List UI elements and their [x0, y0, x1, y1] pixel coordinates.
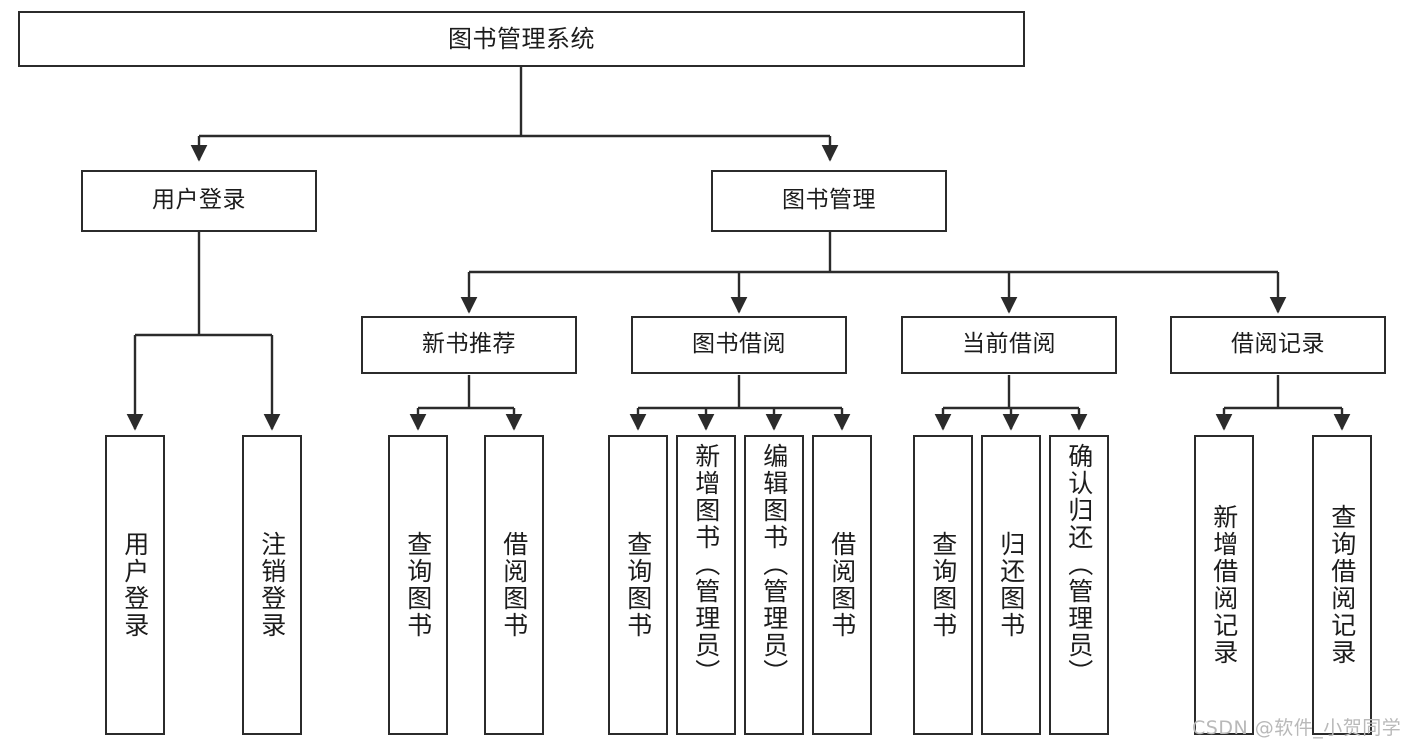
leaf-add-book-admin[interactable]: 新增图书（管理员）: [676, 435, 736, 735]
leaf-logout-login[interactable]: 注销登录: [242, 435, 302, 735]
node-label: 借阅记录: [1231, 331, 1325, 358]
node-label: 当前借阅: [962, 331, 1056, 358]
leaf-return-book[interactable]: 归还图书: [981, 435, 1041, 735]
leaf-user-login[interactable]: 用户登录: [105, 435, 165, 735]
node-label: 注销登录: [257, 531, 287, 639]
node-label: 编辑图书（管理员）: [759, 443, 789, 686]
node-label: 查询图书: [403, 531, 433, 639]
node-label: 归还图书: [996, 531, 1026, 639]
leaf-query-borrow-record[interactable]: 查询借阅记录: [1312, 435, 1372, 735]
node-label: 查询图书: [928, 531, 958, 639]
node-borrow-record[interactable]: 借阅记录: [1170, 316, 1386, 374]
node-label: 用户登录: [120, 531, 150, 639]
leaf-borrow-book-recommend[interactable]: 借阅图书: [484, 435, 544, 735]
node-label: 借阅图书: [499, 531, 529, 639]
node-user-login[interactable]: 用户登录: [81, 170, 317, 232]
csdn-watermark: CSDN @软件_小贺同学: [1192, 717, 1402, 739]
leaf-edit-book-admin[interactable]: 编辑图书（管理员）: [744, 435, 804, 735]
node-new-book-recommend[interactable]: 新书推荐: [361, 316, 577, 374]
node-label: 确认归还（管理员）: [1064, 443, 1094, 686]
node-label: 借阅图书: [827, 531, 857, 639]
leaf-add-borrow-record[interactable]: 新增借阅记录: [1194, 435, 1254, 735]
node-book-management[interactable]: 图书管理: [711, 170, 947, 232]
node-label: 新增借阅记录: [1209, 504, 1239, 666]
node-label: 图书借阅: [692, 331, 786, 358]
node-label: 查询借阅记录: [1327, 504, 1357, 666]
leaf-query-book-recommend[interactable]: 查询图书: [388, 435, 448, 735]
leaf-query-book-current[interactable]: 查询图书: [913, 435, 973, 735]
leaf-borrow-book-borrow[interactable]: 借阅图书: [812, 435, 872, 735]
node-label: 新书推荐: [422, 331, 516, 358]
node-label: 用户登录: [152, 187, 246, 214]
node-label: 图书管理系统: [448, 24, 595, 53]
node-label: 查询图书: [623, 531, 653, 639]
node-root-book-management-system[interactable]: 图书管理系统: [18, 11, 1025, 67]
leaf-confirm-return-admin[interactable]: 确认归还（管理员）: [1049, 435, 1109, 735]
node-current-borrow[interactable]: 当前借阅: [901, 316, 1117, 374]
node-label: 新增图书（管理员）: [691, 443, 721, 686]
node-book-borrow[interactable]: 图书借阅: [631, 316, 847, 374]
leaf-query-book-borrow[interactable]: 查询图书: [608, 435, 668, 735]
node-label: 图书管理: [782, 187, 876, 214]
